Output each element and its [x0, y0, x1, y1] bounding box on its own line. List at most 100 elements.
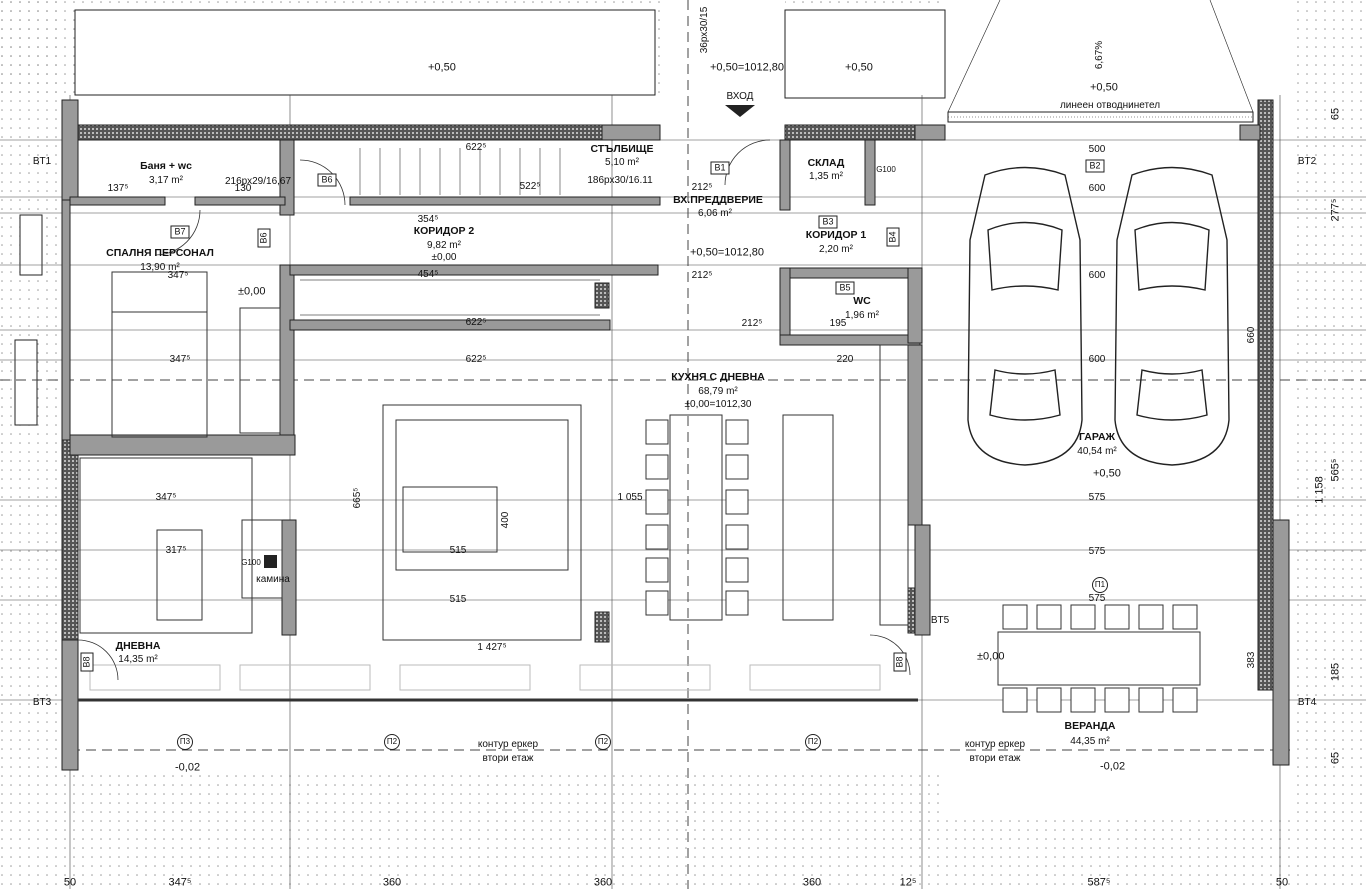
dimension-bottom: 587⁵ [1087, 876, 1111, 889]
dimension: 575 [1088, 593, 1106, 604]
dimension-bottom: 360 [593, 876, 613, 889]
dimension-bottom: 50 [1275, 876, 1289, 889]
section-marker: П1 [1092, 577, 1108, 593]
room-name-corridor-1: КОРИДОР 1 [805, 228, 867, 241]
room-area-bathroom: 3,17 m² [149, 175, 183, 186]
stairs-label: 36рх30/15 [699, 6, 710, 54]
elevation-marker: +0,50 [1090, 81, 1118, 94]
elevation-marker: +0,50=1012,80 [710, 61, 785, 74]
room-area-corridor-1: 2,20 m² [819, 244, 853, 255]
elevation-marker: ±0,00 [238, 285, 266, 298]
dimension: 665⁵ [352, 487, 363, 509]
room-name-living: ДНЕВНА [115, 639, 161, 652]
dimension-bottom: 50 [63, 876, 77, 889]
dimension-right: 1 158 [1313, 476, 1326, 504]
door-tag: B6 [317, 173, 337, 187]
room-elevation-corridor-2: ±0,00 [431, 252, 457, 263]
dimension: 347⁵ [155, 492, 177, 503]
room-name-entrance-hall: ВХ.ПРЕДДВЕРИЕ [673, 193, 763, 206]
room-area-wc: 1,96 m² [845, 310, 879, 321]
dimension: 454⁵ [417, 269, 439, 280]
elevation-marker: +0,50 [845, 61, 873, 74]
elevation-marker: +0,50 [428, 61, 456, 74]
elevation-marker: +0,50 [1093, 467, 1121, 480]
dimension: 1 427⁵ [477, 642, 507, 653]
dimension-right: 65 [1329, 107, 1342, 121]
stairs-label: 216рх29/16,67 [224, 176, 292, 187]
dimension: 212⁵ [741, 318, 763, 329]
dimension: 1 055 [617, 492, 643, 503]
elevation-marker: +0,50=1012,80 [690, 246, 765, 259]
bay-outline-label: контур еркер [477, 739, 539, 750]
window-tag: BT4 [1297, 697, 1317, 708]
door-tag: B7 [170, 225, 190, 239]
room-area-veranda: 44,35 m² [1070, 736, 1110, 747]
room-elevation-kitchen-living: ±0,00=1012,30 [684, 399, 752, 410]
window-tag: BT1 [32, 156, 52, 167]
dimension: 354⁵ [417, 214, 439, 225]
room-name-garage: ГАРАЖ [1078, 430, 1116, 443]
door-tag: B5 [835, 281, 855, 295]
dimension: 522⁵ [519, 181, 541, 192]
dimension: 575 [1088, 492, 1106, 503]
window-tag: BT2 [1297, 156, 1317, 167]
room-area-kitchen-living: 68,79 m² [698, 386, 738, 397]
dimension: 515 [449, 594, 467, 605]
room-name-staircase: СТЪЛБИЩЕ [590, 142, 654, 155]
room-area-staircase: 5,10 m² [605, 157, 639, 168]
dimension-bottom: 12⁵ [899, 876, 917, 889]
dimension: 383 [1246, 651, 1257, 669]
room-name-kitchen-living: КУХНЯ С ДНЕВНА [671, 370, 765, 383]
room-name-corridor-2: КОРИДОР 2 [413, 224, 475, 237]
section-marker: П2 [595, 734, 611, 750]
dimension: 212⁵ [691, 270, 713, 281]
elevation-marker: -0,02 [175, 761, 201, 774]
dimension: 400 [500, 511, 511, 529]
dimension-right: 565⁵ [1329, 458, 1342, 482]
car-outlines [967, 166, 1230, 466]
dimension: 317⁵ [165, 545, 187, 556]
dimension: 220 [836, 354, 854, 365]
site-area [940, 820, 1290, 889]
room-name-staff-bedroom: СПАЛНЯ ПЕРСОНАЛ [106, 246, 214, 259]
bay-outline-label: контур еркер [964, 739, 1026, 750]
room-area-garage: 40,54 m² [1077, 446, 1117, 457]
section-marker: П2 [805, 734, 821, 750]
site-area [60, 770, 940, 889]
dimension: 660 [1246, 326, 1257, 344]
dimension: 500 [1088, 144, 1106, 155]
section-marker: П3 [177, 734, 193, 750]
dimension-bottom: 360 [802, 876, 822, 889]
dimension: 195 [829, 318, 847, 329]
dimension: 347⁵ [167, 270, 189, 281]
elevation-marker: ±0,00 [977, 650, 1005, 663]
fireplace-label: камина [256, 574, 290, 585]
door-tag: B2 [1085, 159, 1105, 173]
dimension-right: 185 [1329, 662, 1342, 682]
dimension: 137⁵ [107, 183, 129, 194]
room-area-entrance-hall: 6,06 m² [698, 208, 732, 219]
section-marker: П2 [384, 734, 400, 750]
slope-label: 6,67% [1094, 40, 1105, 70]
stairs-label: 186рх30/16.11 [587, 175, 653, 186]
bay-outline-label: втори етаж [969, 753, 1021, 764]
site-area [1290, 0, 1366, 889]
dimension-bottom: 347⁵ [168, 876, 192, 889]
room-area-storage: 1,35 m² [809, 171, 843, 182]
dimension: 600 [1088, 183, 1106, 194]
storage-code: G100 [876, 165, 896, 174]
window-tag: BT3 [32, 697, 52, 708]
door-tag: B3 [818, 215, 838, 229]
room-name-storage: СКЛАД [807, 156, 845, 169]
dimension: 622⁵ [465, 317, 487, 328]
dimension: 622⁵ [465, 142, 487, 153]
elevation-marker: -0,02 [1100, 760, 1126, 773]
drain-label: линеен отводнинетел [1059, 100, 1161, 111]
room-name-veranda: ВЕРАНДА [1064, 719, 1116, 732]
dimension: 600 [1088, 354, 1106, 365]
dimension: 130 [234, 183, 252, 194]
dimension: 515 [449, 545, 467, 556]
room-name-wc: WC [853, 294, 871, 307]
